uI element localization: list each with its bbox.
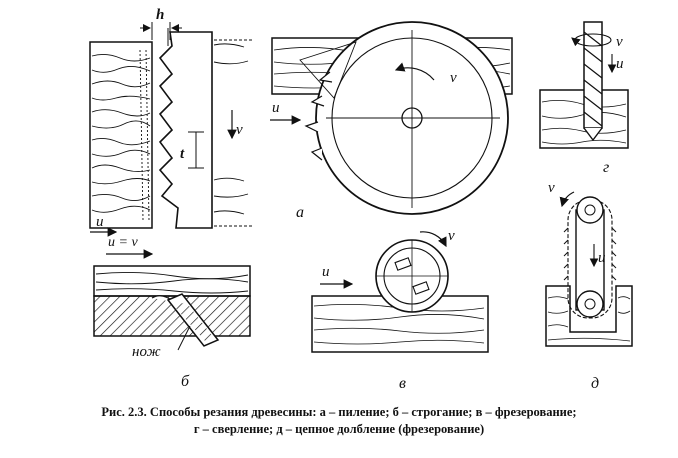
panel-label-d: д — [591, 375, 599, 392]
v-speed-label-chain: v — [548, 180, 555, 196]
v-speed-label-drill: v — [616, 34, 623, 50]
circular-saw-diagram: v u а — [270, 21, 513, 221]
u-feed-label-a-left: u — [96, 214, 104, 230]
caption-line-2: г – сверление; д – цепное долбление (фре… — [193, 422, 485, 436]
drilling-diagram: v u г — [539, 21, 629, 176]
u-feed-label-circular: u — [272, 100, 280, 116]
panel-label-b: б — [181, 373, 190, 390]
v-speed-label-a: v — [236, 122, 243, 138]
sawing-cross-section: h t v u — [89, 7, 252, 237]
knife-label: нож — [132, 344, 161, 360]
u-equals-v-label: u = v — [108, 235, 138, 250]
panel-label-a: а — [296, 204, 304, 221]
v-speed-label-milling: v — [448, 228, 455, 244]
u-feed-label-milling: u — [322, 264, 330, 280]
t-pitch-label: t — [180, 146, 185, 162]
u-feed-label-chain: u — [598, 250, 606, 266]
planing-diagram: нож u = v б — [93, 235, 251, 390]
u-feed-label-drill: u — [616, 56, 624, 72]
v-speed-label-circular: v — [450, 70, 457, 86]
panel-label-v: в — [399, 375, 406, 392]
panel-label-g: г — [603, 159, 609, 176]
chain-mortising-diagram: v u д — [545, 180, 633, 392]
h-dimension-label: h — [156, 7, 164, 23]
milling-diagram: v u в — [311, 228, 489, 392]
caption-line-1: Рис. 2.3. Способы резания древесины: а –… — [101, 405, 577, 419]
